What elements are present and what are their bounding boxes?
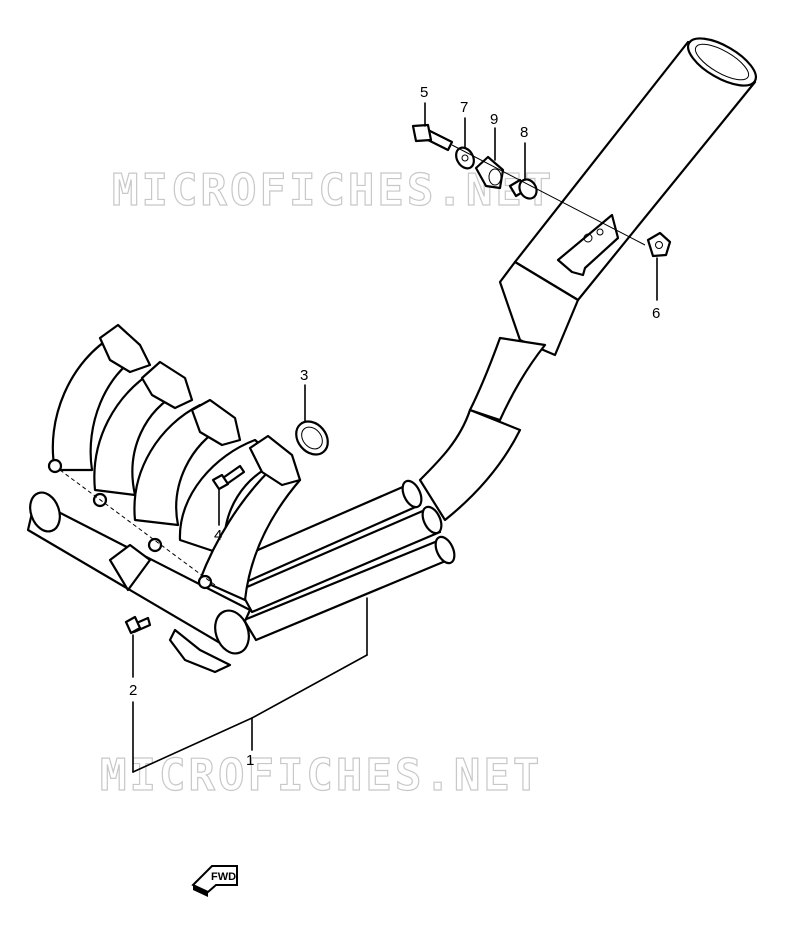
- port-flanges: [98, 323, 302, 487]
- head-pipes: [51, 333, 302, 602]
- collar-8: [508, 178, 538, 200]
- fwd-label: FWD: [211, 871, 236, 883]
- fwd-arrow-icon: FWD: [191, 865, 238, 897]
- callout-9: 9: [490, 111, 498, 128]
- leader-lines: [132, 102, 658, 773]
- callout-1: 1: [246, 752, 254, 769]
- alignment-lines: [59, 144, 646, 586]
- bolt-2: [124, 615, 152, 635]
- callout-4: 4: [214, 527, 222, 544]
- mid-pipe: [418, 336, 547, 522]
- bolt-4: [211, 464, 246, 491]
- gasket-3: [295, 420, 329, 456]
- callout-7: 7: [460, 99, 468, 116]
- callout-8: 8: [520, 124, 528, 141]
- callout-5: 5: [420, 84, 428, 101]
- nut-6: [646, 231, 672, 258]
- bolt-5: [411, 123, 454, 152]
- watermark-bottom: MICROFICHES.NET: [100, 750, 542, 801]
- collector-tubes: [233, 479, 456, 642]
- cross-pipe: [26, 458, 252, 674]
- callout-2: 2: [129, 682, 137, 699]
- muffler: [498, 37, 757, 357]
- callout-6: 6: [652, 305, 660, 322]
- callout-3: 3: [300, 367, 308, 384]
- grommet-9: [474, 155, 505, 190]
